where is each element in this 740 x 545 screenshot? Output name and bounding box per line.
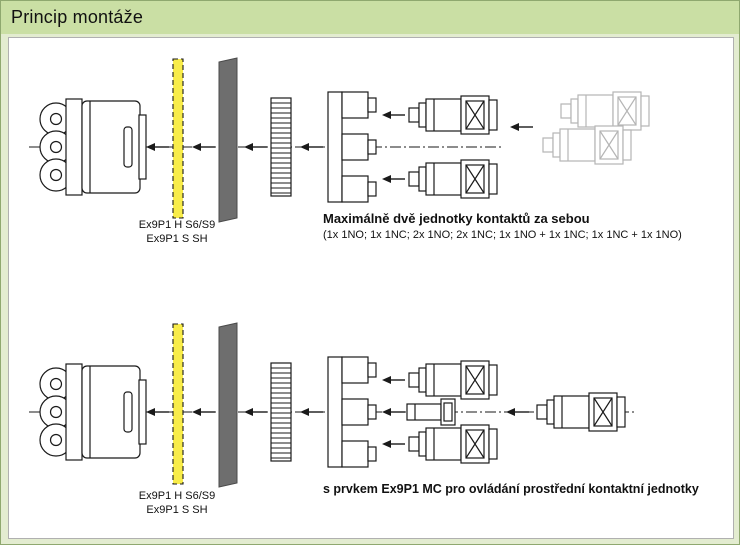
operator-head-top — [39, 98, 147, 196]
contact-unit-right — [536, 392, 626, 432]
contact-unit-top-2 — [408, 159, 498, 199]
front-panel-top — [218, 57, 238, 223]
contact-holder-bottom — [327, 356, 377, 468]
membrane-label-bottom-line2: Ex9P1 S SH — [146, 504, 208, 516]
membrane-foil-bottom — [172, 323, 184, 485]
arrow-left-icon — [191, 142, 216, 152]
arrow-left-icon — [145, 142, 170, 152]
arrow-left-icon — [381, 375, 406, 385]
membrane-foil-top — [172, 58, 184, 219]
operator-head-bottom — [39, 363, 147, 461]
arrow-left-icon — [505, 407, 530, 417]
page-header: Princip montáže — [1, 1, 739, 34]
bezel-ring-top — [270, 97, 292, 197]
caption-top: Maximálně dvě jednotky kontaktů za sebou — [323, 211, 590, 226]
bezel-ring-bottom — [270, 362, 292, 462]
contact-unit-ghost-1 — [560, 91, 650, 131]
arrow-left-icon — [299, 142, 324, 152]
mc-module — [406, 398, 456, 426]
arrow-left-icon — [299, 407, 324, 417]
caption-top-detail: (1x 1NO; 1x 1NC; 2x 1NO; 2x 1NC; 1x 1NO … — [323, 229, 682, 241]
contact-unit-top-1 — [408, 95, 498, 135]
contact-unit-bottom-1 — [408, 360, 498, 400]
page-title: Princip montáže — [11, 7, 144, 27]
arrow-left-icon — [191, 407, 216, 417]
front-panel-bottom — [218, 322, 238, 488]
contact-unit-ghost-2 — [542, 125, 632, 165]
assembly-diagram — [29, 57, 650, 488]
content-panel: Ex9P1 H S6/S9 Ex9P1 S SH Maximálně dvě j… — [8, 37, 734, 539]
membrane-label-top-line1: Ex9P1 H S6/S9 — [138, 219, 216, 231]
arrow-left-icon — [243, 142, 268, 152]
caption-bottom: s prvkem Ex9P1 MC pro ovládání prostředn… — [323, 482, 699, 496]
contact-unit-bottom-2 — [408, 424, 498, 464]
arrow-left-icon — [381, 439, 406, 449]
arrow-left-icon — [509, 122, 534, 132]
arrow-left-icon — [145, 407, 170, 417]
arrow-left-icon — [381, 110, 406, 120]
membrane-label-top-line2: Ex9P1 S SH — [146, 233, 208, 245]
membrane-label-bottom-line1: Ex9P1 H S6/S9 — [138, 490, 216, 502]
arrow-left-icon — [381, 407, 406, 417]
contact-holder-top — [327, 91, 377, 203]
arrow-left-icon — [381, 174, 406, 184]
arrow-left-icon — [243, 407, 268, 417]
